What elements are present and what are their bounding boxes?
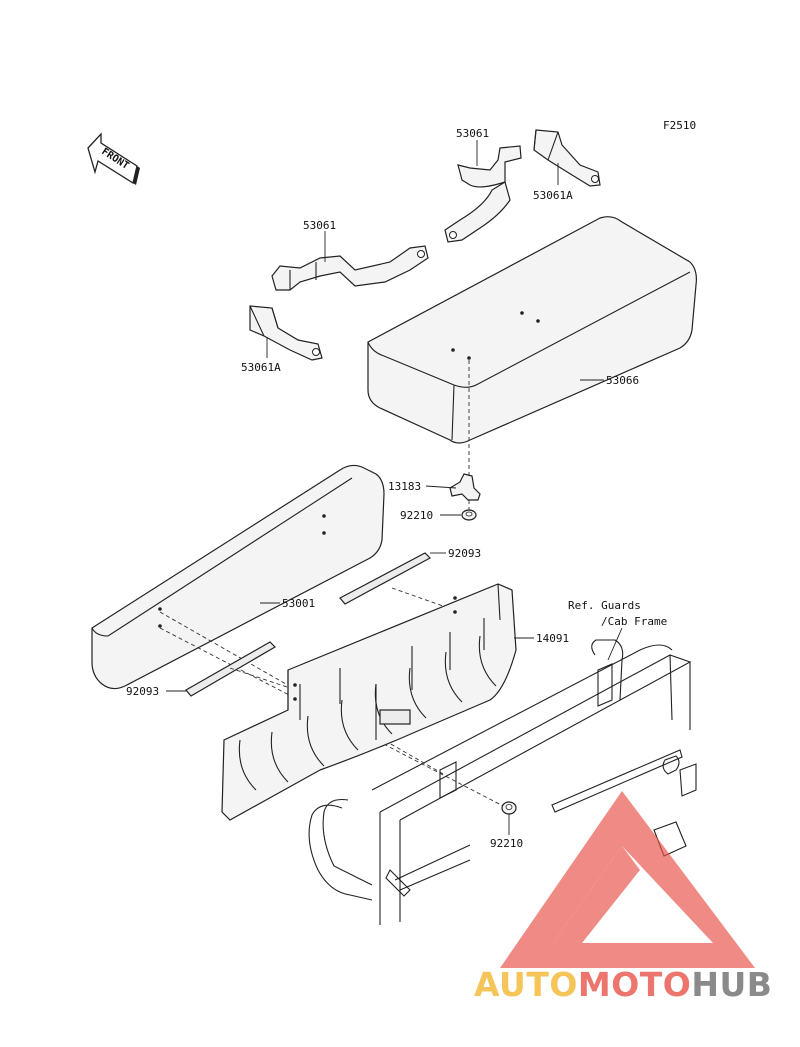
seat-bracket-upper-right — [444, 145, 522, 243]
logo-text-hub: HUB — [691, 965, 772, 1004]
callout-53061-upper: 53061 — [456, 127, 489, 140]
rod-upper — [339, 552, 431, 605]
callout-92210-upper: 92210 — [400, 509, 433, 522]
callout-53066: 53066 — [606, 374, 639, 387]
rod-lower — [185, 641, 276, 697]
figure-code: F2510 — [663, 119, 696, 132]
logo-triangle-icon — [500, 791, 755, 968]
seat-bracket-upper-right-a — [533, 129, 601, 187]
front-arrow-icon: FRONT — [87, 132, 140, 185]
callout-92093-upper: 92093 — [448, 547, 481, 560]
nut-lower — [501, 801, 517, 815]
callout-92093-lower: 92093 — [126, 685, 159, 698]
reference-note-line2: /Cab Frame — [601, 615, 667, 628]
cab-frame — [308, 639, 697, 925]
clamp — [449, 473, 481, 501]
logo-text-moto: MOTO — [578, 965, 691, 1004]
nut-upper — [461, 509, 477, 521]
seat-base-plate — [221, 583, 517, 821]
seat-bracket-left — [271, 245, 429, 291]
callout-13183: 13183 — [388, 480, 421, 493]
automotohub-logo: AUTOMOTOHUB — [474, 791, 772, 1004]
callout-53061a-upper: 53061A — [533, 189, 573, 202]
logo-text-auto: AUTO — [474, 965, 578, 1004]
seat-cushion — [367, 216, 697, 444]
svg-text:AUTOMOTOHUB: AUTOMOTOHUB — [474, 965, 772, 1004]
reference-note-line1: Ref. Guards — [568, 599, 641, 612]
callout-53001: 53001 — [282, 597, 315, 610]
callout-53061a-left: 53061A — [241, 361, 281, 374]
callout-14091: 14091 — [536, 632, 569, 645]
seat-bracket-left-a — [249, 305, 323, 361]
callout-92210-lower: 92210 — [490, 837, 523, 850]
callout-53061-left: 53061 — [303, 219, 336, 232]
backrest-cushion — [91, 464, 385, 690]
